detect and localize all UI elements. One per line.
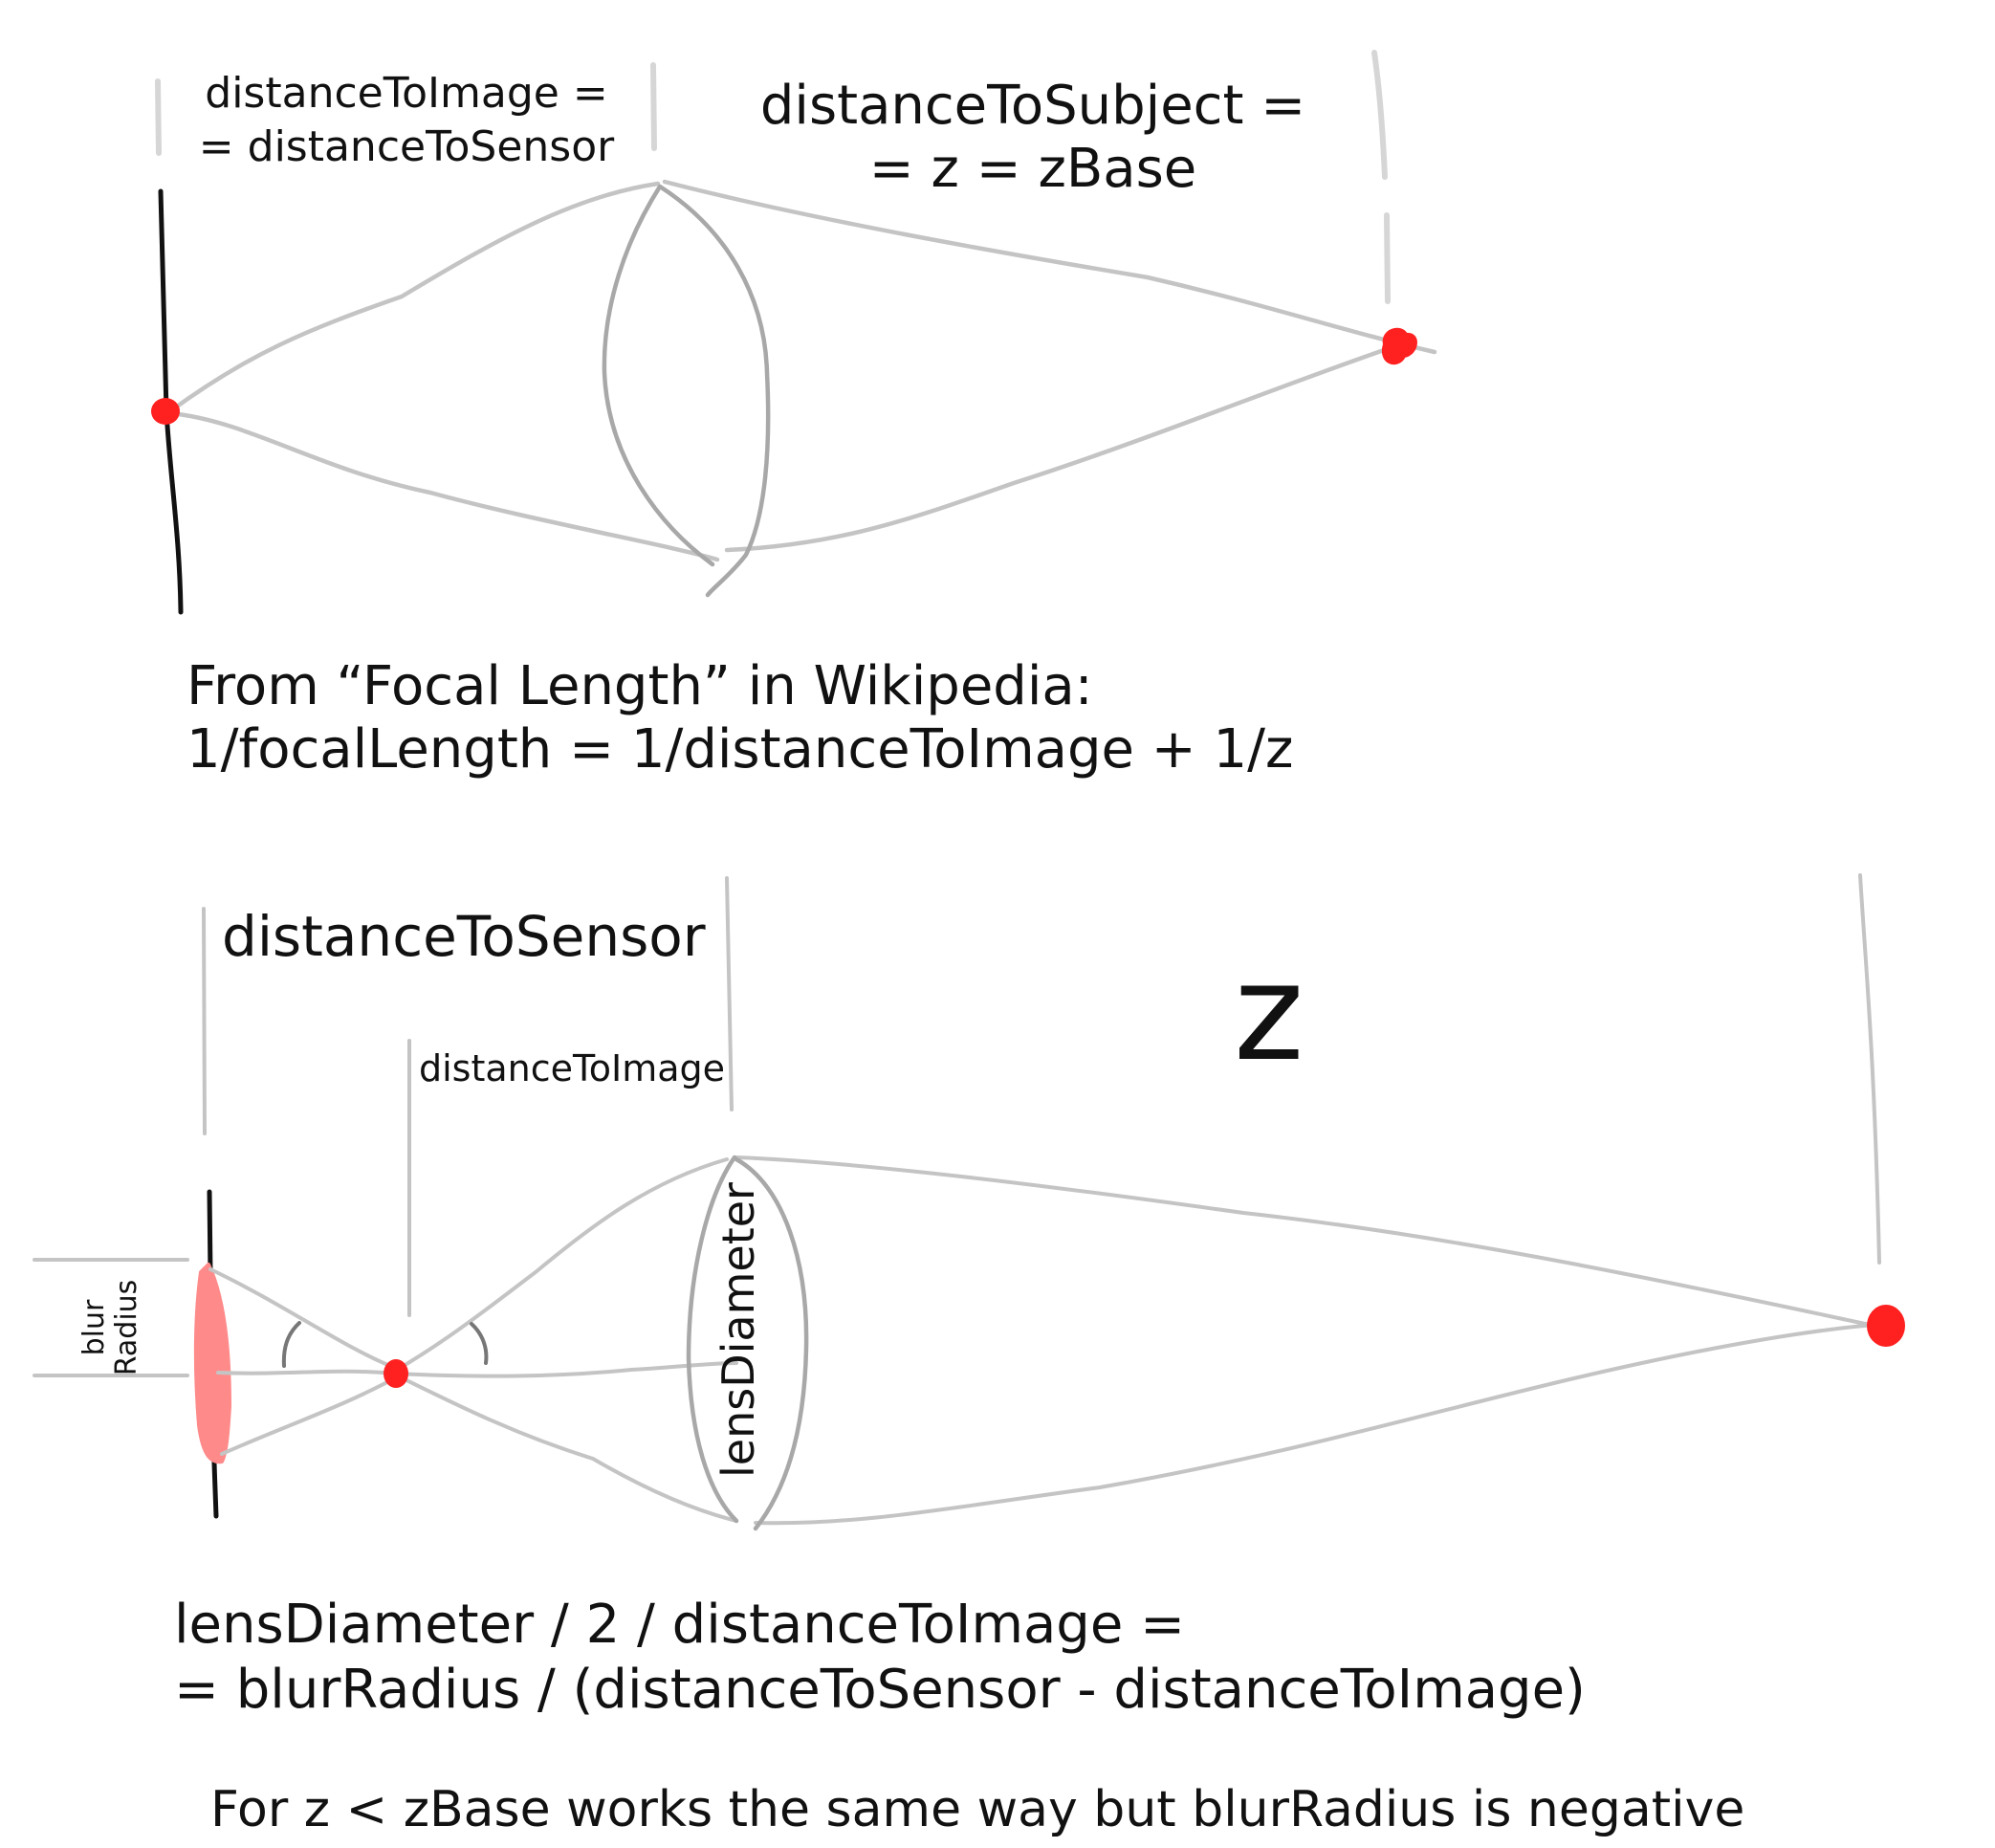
bottom-z-label: z — [1234, 935, 1304, 1091]
top-ray-lower-right — [724, 346, 1390, 553]
top-ray-lower-left — [167, 410, 720, 562]
top-distance-to-subject-line1: distanceToSubject = — [759, 75, 1306, 137]
focal-length-formula-line1: From “Focal Length” in Wikipedia: — [186, 655, 1093, 717]
top-lens — [602, 184, 771, 598]
top-marker-right — [1371, 50, 1391, 304]
angle-arc-left — [281, 1321, 301, 1368]
top-ray-upper-right — [662, 179, 1437, 355]
blur-radius-label-line1: blur — [77, 1299, 111, 1356]
bottom-ray-image-to-blur-bottom — [220, 1374, 402, 1456]
bottom-distance-to-sensor-label: distanceToSensor — [222, 904, 706, 969]
negative-blur-note: For z < zBase works the same way but blu… — [210, 1781, 1745, 1838]
bottom-optical-axis — [216, 1361, 738, 1378]
focal-length-formula: From “Focal Length” in Wikipedia: 1/foca… — [186, 655, 1293, 781]
top-distance-to-image-label: distanceToImage = = distanceToSensor — [191, 67, 622, 174]
top-distance-to-subject-line2: = z = zBase — [868, 138, 1197, 200]
blur-radius-formula-line1: lensDiameter / 2 / distanceToImage = — [174, 1594, 1186, 1656]
top-distance-to-image-line2: = distanceToSensor — [198, 122, 615, 171]
top-marker-mid — [650, 62, 657, 151]
bottom-distance-to-image-label: distanceToImage — [419, 1047, 726, 1089]
top-marker-left — [155, 78, 162, 156]
bottom-ray-lower-right-to-image — [395, 1374, 738, 1523]
blur-radius-formula: lensDiameter / 2 / distanceToImage = = b… — [174, 1593, 1586, 1723]
bottom-image-point — [384, 1359, 408, 1388]
angle-arc-right — [470, 1322, 489, 1365]
blur-radius-label-line2: Radius — [110, 1279, 143, 1376]
blur-radius-label: blur Radius — [77, 1270, 143, 1385]
top-subject-point — [1381, 327, 1417, 365]
top-distance-to-subject-label: distanceToSubject = = z = zBase — [746, 75, 1320, 201]
top-image-point — [151, 398, 180, 425]
top-distance-to-image-line1: distanceToImage = — [205, 69, 608, 118]
focal-length-formula-line2: 1/focalLength = 1/distanceToImage + 1/z — [186, 718, 1294, 781]
lens-diameter-label: lensDiameter — [712, 1182, 764, 1478]
bottom-subject-point — [1867, 1305, 1905, 1347]
bottom-marker-subject — [1858, 873, 1881, 1265]
bottom-marker-lens — [725, 876, 734, 1111]
blur-radius-formula-line2: = blurRadius / (distanceToSensor - dista… — [174, 1659, 1586, 1721]
bottom-ray-image-to-blur-top — [208, 1267, 402, 1372]
bottom-ray-upper-right-to-image — [395, 1157, 729, 1372]
bottom-lens — [686, 1155, 809, 1531]
top-ray-upper-left — [167, 181, 661, 414]
blur-region — [193, 1263, 231, 1464]
bottom-ray-upper-subject — [734, 1155, 1872, 1327]
bottom-ray-lower-subject — [754, 1323, 1876, 1526]
bottom-marker-sensor — [202, 907, 207, 1135]
